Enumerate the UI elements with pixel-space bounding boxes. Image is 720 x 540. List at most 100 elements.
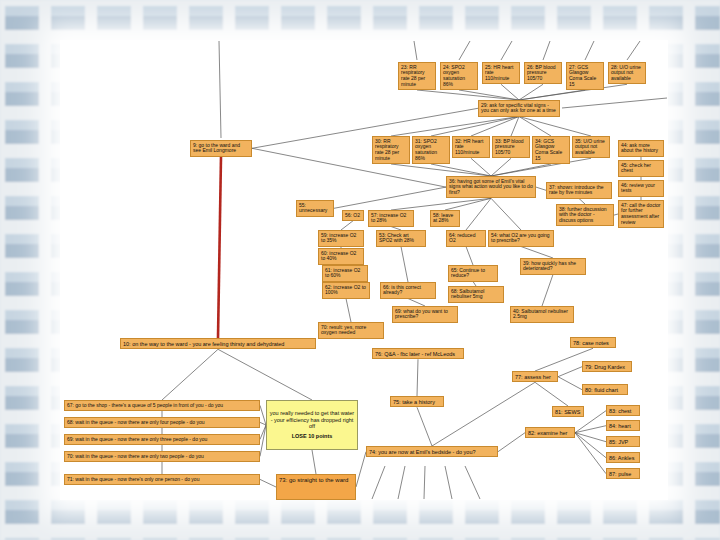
step-box: 85: JVP [606, 436, 640, 447]
step-box: 46: review your tests [618, 180, 664, 197]
step-text: 68: wait in the queue - now there are on… [67, 420, 257, 426]
connector [459, 90, 519, 100]
off-panel-line [445, 466, 452, 499]
step-text: 84: heart [609, 423, 637, 429]
connector [535, 382, 568, 406]
step-text: 9: go to the ward and see Emil Longmore [193, 143, 249, 155]
connector [162, 349, 218, 400]
step-box: 64: reduced O2 [446, 230, 486, 247]
step-box: 28: U/O urine output not available [608, 62, 646, 84]
step-box: 37: shown: introduce the rate by five mi… [546, 182, 612, 199]
step-text: 39: how quickly has she deteriorated? [523, 261, 583, 273]
connector [391, 198, 491, 210]
step-text: 76: Q&A - fbc later - ref McLeods [375, 351, 461, 357]
step-box: 32: HR heart rate 110/minute [452, 136, 490, 158]
step-box: 60: increase O2 to 40% [318, 248, 364, 265]
step-text: 56: O2 [345, 213, 361, 219]
step-text: 81: SEWS [555, 409, 581, 415]
step-text: 28: U/O urine output not available [611, 65, 643, 82]
step-text: 64: reduced O2 [449, 233, 483, 245]
step-text: 70: result: yes, more oxygen needed [321, 325, 381, 337]
step-box: 62: increase O2 to 100% [322, 282, 370, 299]
off-panel-line [398, 466, 405, 499]
step-text: 40: Salbutamol nebuliser 2.5mg [513, 309, 571, 321]
connector [346, 299, 351, 323]
off-panel-line [585, 41, 594, 60]
step-box: 24: SPO2 oxygen saturation 86% [440, 62, 478, 90]
step-box: 35: U/O urine output not available [572, 136, 610, 158]
step-box: 67: go to the shop - there's a queue of … [64, 400, 260, 411]
connector [558, 367, 582, 377]
step-text: 10: on the way to the ward - you are fee… [123, 341, 313, 347]
step-text: 54: what O2 are you going to prescribe? [491, 233, 551, 245]
step-box: 26: BP blood pressure 105/70 [524, 62, 562, 84]
connector [519, 117, 591, 137]
step-box: 69: what do you want to prescribe? [392, 306, 458, 323]
step-box: 68: Salbutamol nebuliser 5mg [448, 286, 504, 303]
off-panel-line [219, 41, 221, 138]
connector [417, 407, 432, 446]
step-box: 56: O2 [342, 210, 364, 221]
connector [356, 452, 366, 487]
step-text: 70: wait in the queue - now there are on… [67, 454, 257, 460]
penalty-text: LOSE 10 points [269, 433, 355, 439]
step-text: 61: increase O2 to 60% [325, 268, 365, 280]
step-text: 80: fluid chart [585, 387, 625, 393]
step-text: 65: Continue to reduce? [451, 268, 495, 280]
step-box: 47: call the doctor for further assessme… [618, 200, 664, 228]
step-text: 44: ask more about the history [621, 143, 661, 155]
step-box: 33: BP blood pressure 105/70 [492, 136, 530, 158]
step-box: 36: having got some of Emil's vital sign… [446, 176, 536, 198]
step-box: 53: Check art SPO2 with 28% [376, 230, 426, 247]
step-text: 77: assess her [515, 374, 555, 380]
leader-lines [219, 41, 667, 499]
connector [521, 247, 553, 259]
step-box: 68: wait in the queue - now there are on… [64, 417, 260, 428]
connector [341, 221, 353, 230]
step-box: 25: HR heart rate 110/minute [482, 62, 520, 84]
step-text: 24: SPO2 oxygen saturation 86% [443, 65, 475, 88]
step-box: 10: on the way to the ward - you are fee… [120, 338, 316, 349]
step-box: 71: wait in the queue - now there's only… [64, 474, 260, 485]
connector [575, 426, 606, 433]
connector [491, 198, 521, 230]
connector [431, 164, 491, 176]
step-box: 27: GCS Glasgow Coma Scale 15 [566, 62, 604, 90]
step-box: 73: go straight to the ward [276, 474, 356, 500]
step-text: 67: go to the shop - there's a queue of … [67, 403, 257, 409]
connector [471, 158, 491, 176]
step-box: 66: is this correct already? [380, 282, 436, 299]
step-box: 58: leave at 28% [430, 210, 460, 227]
step-text: 71: wait in the queue - now there's only… [67, 477, 257, 483]
step-box: 59: increase O2 to 35% [318, 230, 364, 247]
step-box: 39: how quickly has she deteriorated? [520, 258, 586, 275]
vignette [42, 22, 686, 518]
connector [417, 359, 418, 396]
connector [536, 187, 546, 190]
step-text: 68: Salbutamol nebuliser 5mg [451, 289, 501, 301]
step-text: 34: GCS Glasgow Coma Scale 15 [535, 139, 567, 162]
step-text: 69: what do you want to prescribe? [395, 309, 455, 321]
step-box: 78: case notes [570, 337, 616, 348]
off-panel-line [465, 466, 480, 499]
step-text: 47: call the doctor for further assessme… [621, 203, 661, 226]
step-text: 32: HR heart rate 110/minute [455, 139, 487, 156]
step-text: 69: wait in the queue - now there are on… [67, 437, 257, 443]
step-box: 61: increase O2 to 60% [322, 265, 368, 282]
step-box: 29: ask for specific vital signs - you c… [478, 100, 560, 117]
connector [401, 247, 408, 283]
step-text: 83: chest [609, 408, 637, 414]
step-box: 79: Drug Kardex [582, 361, 632, 372]
step-box: 84: heart [606, 420, 640, 431]
step-text: 55: unnecessary [299, 203, 331, 215]
step-box: 87: pulse [606, 468, 640, 479]
connector [466, 198, 491, 230]
step-text: 37: shown: introduce the rate by five mi… [549, 185, 609, 197]
step-text: 59: increase O2 to 35% [321, 233, 361, 245]
step-box: 34: GCS Glasgow Coma Scale 15 [532, 136, 570, 164]
step-box: 57: increase O2 to 28% [368, 210, 414, 227]
step-text: 86: Ankles [609, 455, 637, 461]
main-path-connector [218, 157, 221, 339]
